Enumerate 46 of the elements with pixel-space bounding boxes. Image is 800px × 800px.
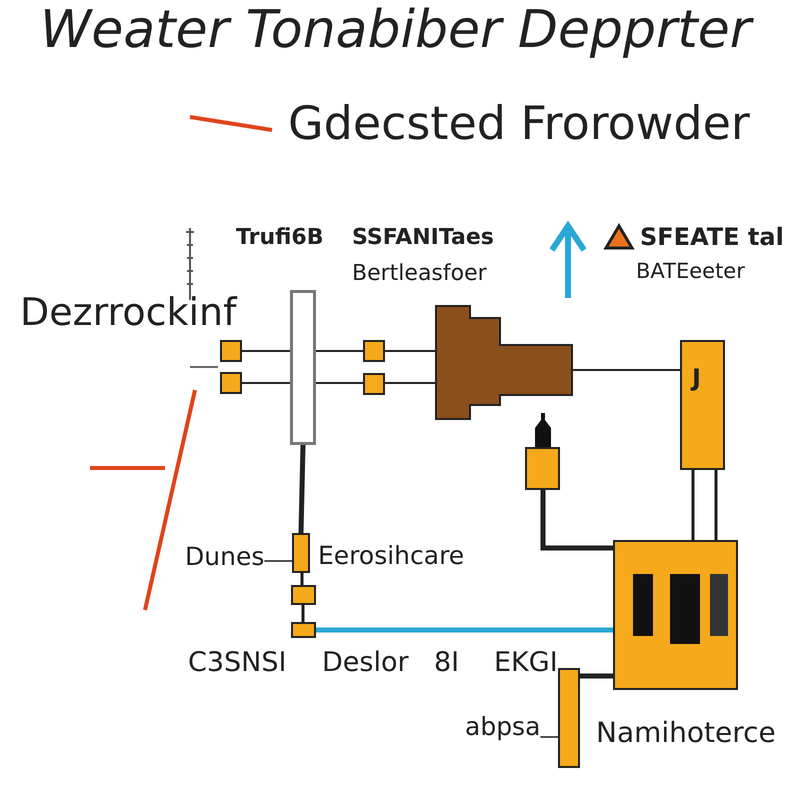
- sensor-bulb: [292, 533, 310, 573]
- wire: [242, 382, 290, 384]
- probe-body: [558, 668, 580, 768]
- terminal-pad: [291, 585, 316, 605]
- wire: [298, 444, 306, 534]
- text-label: Namihoterce: [596, 718, 776, 749]
- terminal-pad: [291, 622, 316, 638]
- leader-line: [540, 736, 558, 738]
- mounting-post: [290, 290, 316, 445]
- housing-block: [435, 305, 573, 420]
- text-label: abpsa: [465, 712, 540, 741]
- text-label: Trufi6B: [236, 226, 324, 250]
- terminal-pad: [363, 373, 385, 395]
- cable: [316, 628, 613, 632]
- module-box: [680, 340, 725, 470]
- wire: [316, 350, 363, 352]
- wire: [300, 573, 304, 585]
- module-mark: J: [692, 364, 701, 392]
- text-label: 8I: [434, 648, 460, 678]
- text-label: BATEeeter: [636, 260, 745, 284]
- diagram-title: Weater Tonabiber Depprter: [40, 2, 752, 60]
- wire: [540, 490, 613, 550]
- wire: [573, 369, 680, 371]
- text-label: SSFANITaes: [352, 226, 494, 250]
- wire: [692, 468, 718, 542]
- wire: [242, 350, 290, 352]
- subtitle: Gdecsted Frorowder: [288, 98, 750, 149]
- text-label: SFEATE tal: [640, 224, 784, 250]
- wire: [385, 382, 435, 384]
- text-label: Dunes: [185, 542, 264, 571]
- connector-box: [525, 447, 560, 490]
- text-label: Eerosihcare: [318, 542, 464, 570]
- terminal-pad: [220, 340, 242, 362]
- terminal-pad: [363, 340, 385, 362]
- text-label: Deslor: [322, 648, 409, 678]
- wire: [580, 674, 613, 678]
- text-label: Dezrrockinf: [20, 292, 236, 334]
- terminal-pad: [220, 372, 242, 394]
- text-label: Bertleasfoer: [352, 262, 487, 286]
- text-label: C3SNSI: [188, 648, 286, 678]
- text-label: EKGI: [494, 648, 558, 678]
- leader-line: [264, 560, 292, 562]
- wire: [316, 382, 363, 384]
- control-box: [613, 540, 738, 690]
- wire: [302, 605, 304, 622]
- wire: [385, 350, 435, 352]
